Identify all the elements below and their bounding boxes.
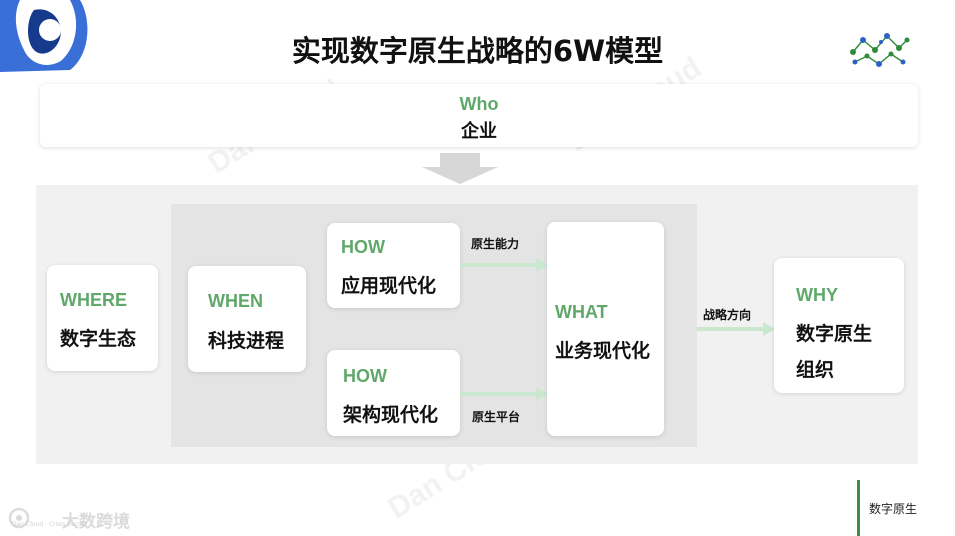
why-value-line2: 组织 [796,359,835,381]
arrow-bottom-label: 原生平台 [472,410,521,424]
how-top-card: HOW 应用现代化 [327,223,460,308]
brand-icon [8,507,30,529]
what-card: WHAT 业务现代化 [547,222,664,436]
arrow-top-icon [460,258,548,272]
why-value-line1: 数字原生 [796,323,873,345]
how-bottom-value: 架构现代化 [343,404,439,426]
section-divider [857,480,860,536]
section-label: 数字原生 [869,502,918,516]
how-bottom-card: HOW 架构现代化 [327,350,460,436]
why-label: WHY [796,285,838,305]
how-top-label: HOW [341,237,385,257]
who-card: Who 企业 [40,84,918,147]
brand-watermark: 大数跨境 Dan Cloud · Cross Border [8,506,133,532]
page-title: 实现数字原生战略的6W模型 [291,34,664,68]
down-arrow-icon [422,153,498,184]
arrow-bottom-icon [460,387,548,401]
molecule-logo [847,28,913,72]
how-top-value: 应用现代化 [341,275,437,297]
where-value: 数字生态 [60,328,137,350]
where-label: WHERE [60,290,127,310]
corner-logo [0,0,95,72]
where-card: WHERE 数字生态 [47,265,158,371]
molecule-logo-icon [850,33,910,67]
when-label: WHEN [208,291,263,311]
arrow-top-label: 原生能力 [471,237,520,251]
what-label: WHAT [555,302,608,322]
when-value: 科技进程 [208,330,285,352]
brand-name-cn: 大数跨境 [62,512,130,532]
how-bottom-label: HOW [343,366,387,386]
corner-logo-icon [0,0,88,72]
arrow-right-icon [697,322,775,336]
arrow-right-label: 战略方向 [703,308,752,322]
brand-name-en: Dan Cloud · Cross Border [12,521,88,528]
why-card: WHY 数字原生 组织 [774,258,904,393]
what-value: 业务现代化 [555,340,651,362]
who-label: Who [459,94,499,114]
who-value: 企业 [461,121,497,142]
when-card: WHEN 科技进程 [188,266,306,372]
